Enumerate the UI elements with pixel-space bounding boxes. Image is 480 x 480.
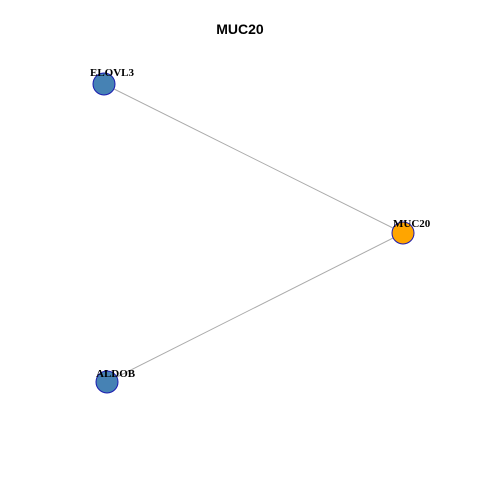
node-label-aldob: ALDOB <box>96 368 136 380</box>
edge-aldob-muc20 <box>106 232 404 383</box>
node-elovl3 <box>92 72 116 96</box>
node-muc20 <box>391 221 415 245</box>
edge-elovl3-muc20 <box>103 83 404 234</box>
node-aldob <box>95 370 119 394</box>
node-label-elovl3: ELOVL3 <box>90 67 135 79</box>
node-label-muc20: MUC20 <box>393 218 431 230</box>
plot-title: MUC20 <box>216 21 264 37</box>
